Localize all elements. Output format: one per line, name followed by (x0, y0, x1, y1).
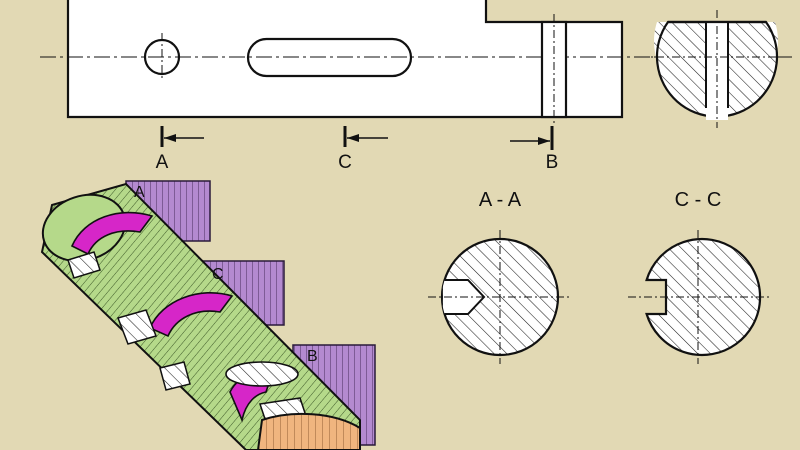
cut-label-b: B (546, 152, 559, 173)
cutting-plane-a (160, 126, 204, 147)
front-view (40, 0, 790, 125)
groove-cut-a (70, 211, 154, 256)
cut-label-c: C (338, 152, 352, 173)
end-view (640, 10, 795, 128)
plane-label-a: A (134, 184, 145, 201)
cutting-plane-c (343, 126, 388, 147)
section-cc-title: C - C (675, 189, 722, 211)
plane-label-b: B (307, 348, 318, 365)
pictorial-view: A C B (40, 180, 376, 450)
groove-cut-c (148, 292, 234, 338)
cut-label-a: A (156, 152, 169, 173)
section-aa-title: A - A (479, 189, 522, 211)
cutting-plane-b (510, 126, 554, 150)
plane-label-c: C (212, 266, 224, 283)
slot (246, 37, 413, 78)
part-outline (66, 0, 624, 119)
section-aa (428, 230, 572, 364)
shaft-end-face (256, 412, 361, 450)
section-cc (628, 230, 770, 364)
